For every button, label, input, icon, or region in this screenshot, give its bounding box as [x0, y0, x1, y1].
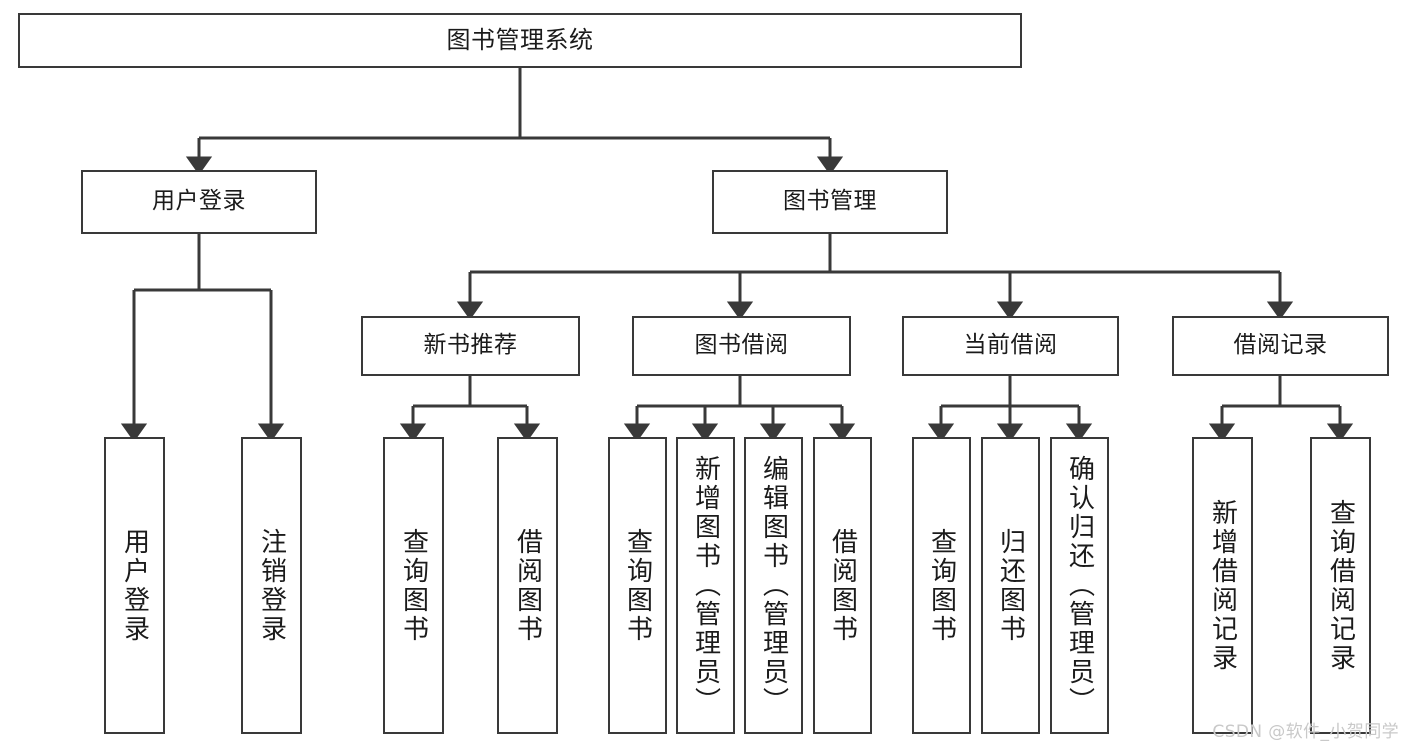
node-label: 图书管理系统 [446, 26, 594, 55]
node-user-login[interactable]: 用户登录 [81, 170, 317, 234]
leaf-borrow-add-book-admin[interactable]: 新增图书（管理员） [676, 437, 735, 734]
node-label: 归还图书 [995, 527, 1026, 644]
node-label: 图书管理 [783, 188, 877, 215]
node-label: 查询借阅记录 [1325, 498, 1356, 673]
node-label: 新增借阅记录 [1207, 498, 1238, 673]
leaf-current-confirm-return-admin[interactable]: 确认归还（管理员） [1050, 437, 1109, 734]
node-label: 借阅图书 [827, 527, 858, 644]
node-label: 注销登录 [256, 527, 287, 644]
leaf-user-login-logout[interactable]: 注销登录 [241, 437, 302, 734]
node-label: 确认归还（管理员） [1064, 455, 1095, 716]
leaf-borrow-borrow-book[interactable]: 借阅图书 [813, 437, 872, 734]
node-book-management[interactable]: 图书管理 [712, 170, 948, 234]
leaf-record-query-borrow-record[interactable]: 查询借阅记录 [1310, 437, 1371, 734]
node-label: 用户登录 [119, 527, 150, 644]
leaf-recommend-borrow-book[interactable]: 借阅图书 [497, 437, 558, 734]
leaf-borrow-query-book[interactable]: 查询图书 [608, 437, 667, 734]
node-label: 当前借阅 [963, 332, 1058, 359]
watermark-text: CSDN @软件_小贺同学 [1212, 722, 1399, 742]
node-label: 新增图书（管理员） [690, 455, 721, 716]
node-label: 新书推荐 [423, 332, 518, 359]
node-new-book-recommend[interactable]: 新书推荐 [361, 316, 580, 376]
leaf-recommend-query-book[interactable]: 查询图书 [383, 437, 444, 734]
leaf-borrow-edit-book-admin[interactable]: 编辑图书（管理员） [744, 437, 803, 734]
node-label: 借阅图书 [512, 527, 543, 644]
node-label: 编辑图书（管理员） [758, 455, 789, 716]
leaf-current-query-book[interactable]: 查询图书 [912, 437, 971, 734]
leaf-user-login-login[interactable]: 用户登录 [104, 437, 165, 734]
node-borrow-record[interactable]: 借阅记录 [1172, 316, 1389, 376]
leaf-record-add-borrow-record[interactable]: 新增借阅记录 [1192, 437, 1253, 734]
node-label: 查询图书 [398, 527, 429, 644]
leaf-current-return-book[interactable]: 归还图书 [981, 437, 1040, 734]
node-book-borrow[interactable]: 图书借阅 [632, 316, 851, 376]
node-label: 图书借阅 [694, 332, 789, 359]
node-label: 借阅记录 [1233, 332, 1328, 359]
node-root-library-system[interactable]: 图书管理系统 [18, 13, 1022, 68]
node-label: 查询图书 [622, 527, 653, 644]
node-current-borrow[interactable]: 当前借阅 [902, 316, 1119, 376]
node-label: 查询图书 [926, 527, 957, 644]
node-label: 用户登录 [152, 188, 246, 215]
